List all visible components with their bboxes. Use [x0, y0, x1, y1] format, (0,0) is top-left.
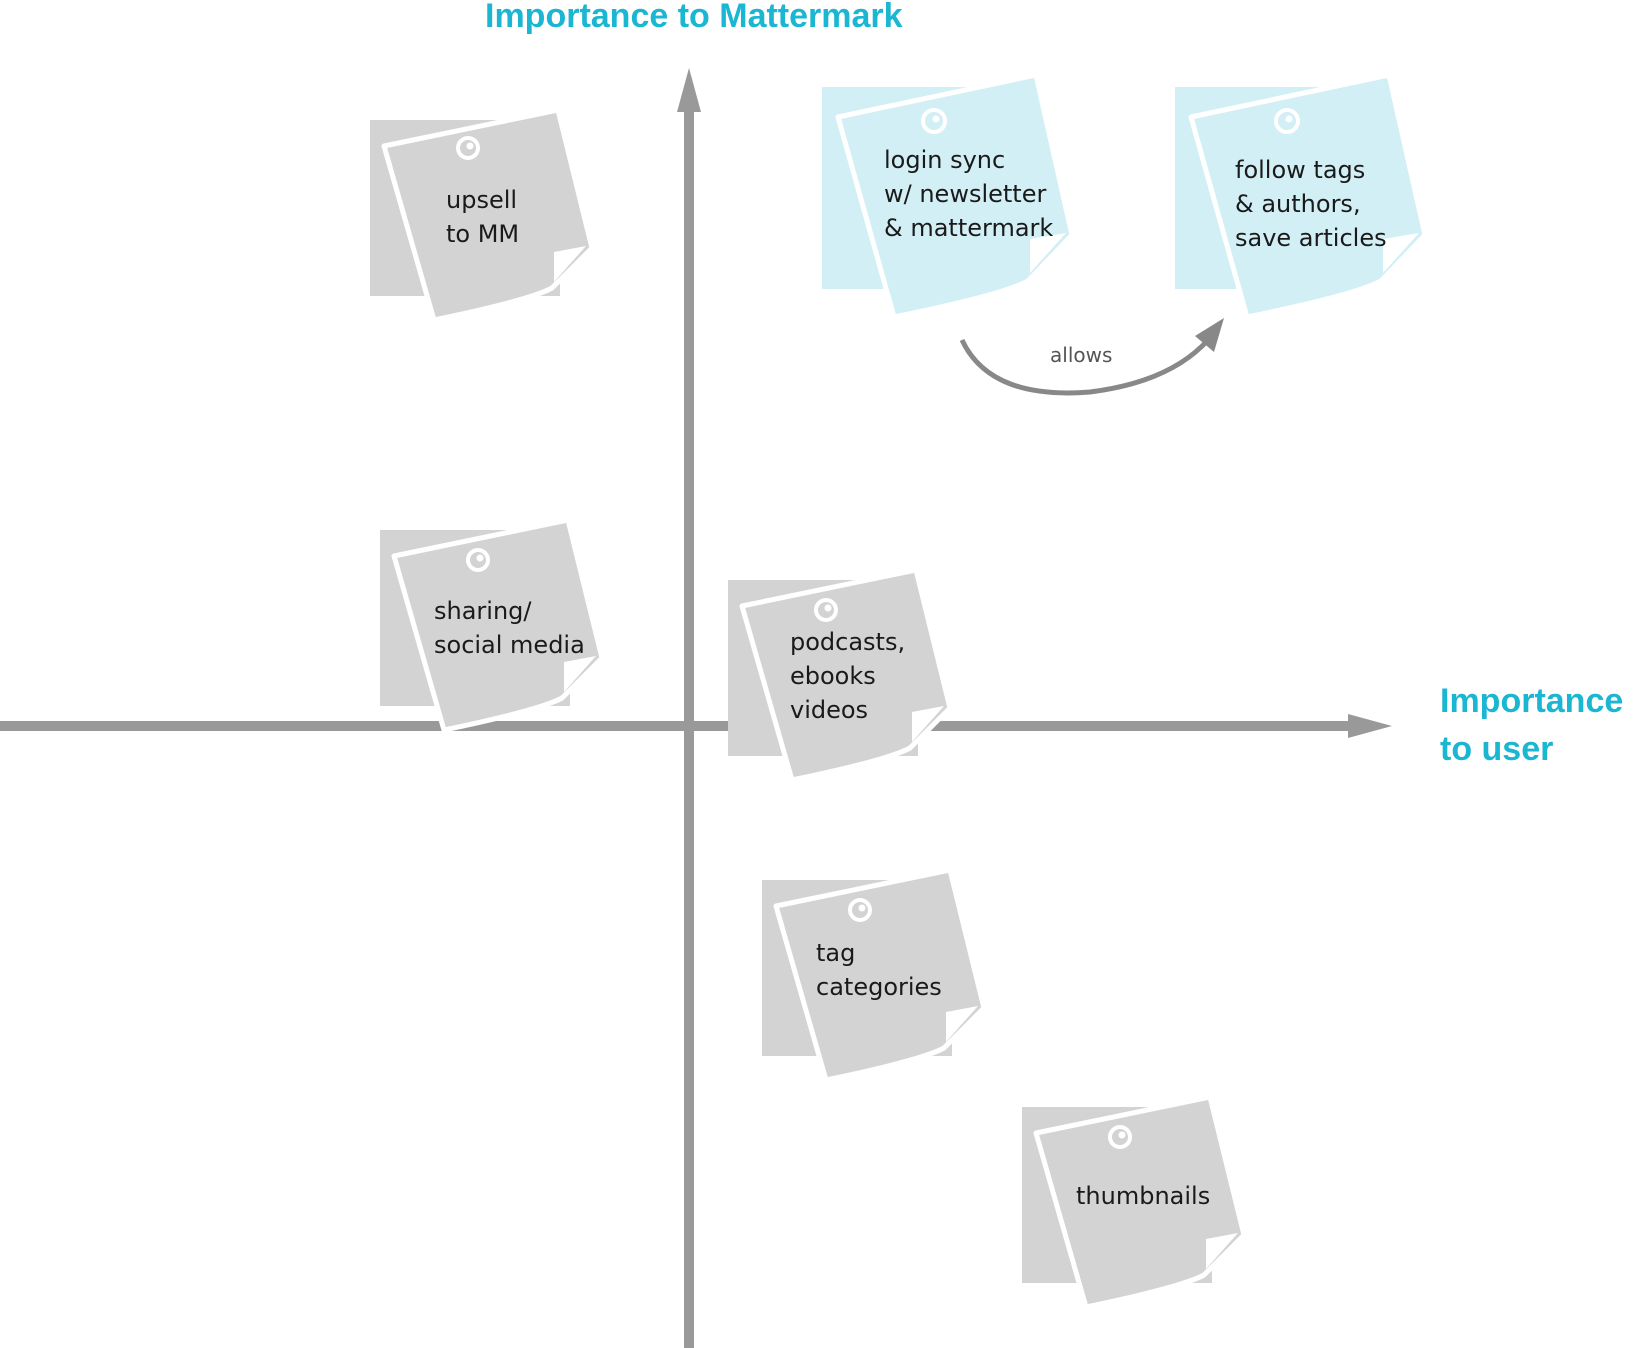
pin-icon-dot — [824, 604, 832, 612]
x-axis-title-line-2: to user — [1440, 730, 1553, 768]
relation-label: allows — [1050, 343, 1112, 367]
note-line: social media — [434, 631, 585, 659]
note-line: thumbnails — [1076, 1182, 1210, 1210]
note-text: podcasts, ebooks videos — [790, 628, 913, 724]
note-line: ebooks — [790, 662, 876, 690]
note-front-sheet — [739, 567, 953, 783]
x-axis-title-line-1: Importance — [1440, 682, 1623, 720]
pin-icon-dot — [466, 142, 474, 150]
note-line: sharing/ — [434, 597, 532, 625]
note-line: categories — [816, 973, 942, 1001]
note-front-sheet — [835, 72, 1075, 320]
pin-icon — [848, 898, 872, 922]
sticky-note-follow-tags: follow tags & authors, save articles — [1175, 72, 1428, 320]
note-curl — [946, 1006, 978, 1042]
note-front-sheet — [381, 107, 595, 323]
note-text: follow tags & authors, save articles — [1235, 156, 1387, 252]
note-line: tag — [816, 939, 855, 967]
note-text: sharing/ social media — [434, 597, 585, 659]
relation-curve — [959, 338, 1210, 396]
relation-arrow: allows — [959, 318, 1224, 396]
note-curl — [564, 656, 596, 692]
y-axis-arrowhead — [677, 68, 701, 112]
pin-icon — [1274, 108, 1300, 134]
pin-icon-dot — [1285, 115, 1293, 123]
pin-icon-dot — [932, 115, 940, 123]
pin-icon — [456, 136, 480, 160]
sticky-note-upsell: upsell to MM — [370, 107, 595, 323]
pin-icon-dot — [858, 904, 866, 912]
note-line: to MM — [446, 220, 519, 248]
note-line: videos — [790, 696, 868, 724]
sticky-note-thumbnails: thumbnails — [1022, 1094, 1247, 1310]
note-line: upsell — [446, 186, 517, 214]
pin-icon-dot — [1118, 1131, 1126, 1139]
note-curl — [1030, 233, 1066, 273]
axes — [0, 68, 1392, 1348]
note-line: w/ newsletter — [884, 180, 1046, 208]
sticky-note-login-sync: login sync w/ newsletter & mattermark — [822, 72, 1075, 320]
note-line: & authors, — [1235, 190, 1361, 218]
note-text: login sync w/ newsletter & mattermark — [884, 146, 1054, 242]
sticky-note-podcasts: podcasts, ebooks videos — [728, 567, 953, 783]
note-line: follow tags — [1235, 156, 1365, 184]
pin-icon — [466, 548, 490, 572]
note-text: upsell to MM — [446, 186, 525, 248]
note-front-sheet — [1188, 72, 1428, 320]
note-line: podcasts, — [790, 628, 905, 656]
pin-icon — [814, 598, 838, 622]
sticky-note-tag-categories: tag categories — [762, 867, 987, 1083]
relation-arrowhead — [1195, 318, 1224, 352]
note-front-sheet — [773, 867, 987, 1083]
pin-icon — [1108, 1125, 1132, 1149]
sticky-note-sharing: sharing/ social media — [380, 517, 605, 733]
note-line: & mattermark — [884, 214, 1053, 242]
note-curl — [554, 246, 586, 282]
note-front-sheet — [1033, 1094, 1247, 1310]
pin-icon — [921, 108, 947, 134]
x-axis-title: Importance to user — [1440, 682, 1633, 768]
note-front-sheet — [391, 517, 605, 733]
note-curl — [1206, 1233, 1238, 1269]
y-axis-title: Importance to Mattermark — [485, 0, 903, 35]
note-curl — [1383, 233, 1419, 273]
note-text: tag categories — [816, 939, 942, 1001]
note-line: login sync — [884, 146, 1005, 174]
note-curl — [912, 706, 944, 742]
x-axis-arrowhead — [1348, 714, 1392, 738]
pin-icon-dot — [476, 554, 484, 562]
note-line: save articles — [1235, 224, 1387, 252]
note-text: thumbnails — [1076, 1182, 1210, 1210]
